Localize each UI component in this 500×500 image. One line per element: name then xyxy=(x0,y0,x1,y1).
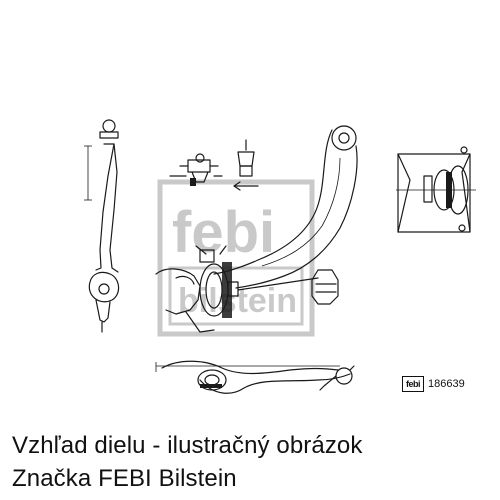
caption-line-1: Vzhľad dielu - ilustračný obrázok xyxy=(12,432,363,459)
control-arm-main-view xyxy=(155,125,358,333)
control-arm-bottom-view xyxy=(155,360,355,394)
part-number: 186639 xyxy=(428,378,465,390)
technical-drawing: febi bilstein xyxy=(84,119,476,394)
control-arm-end-view xyxy=(396,146,476,233)
febi-logo-text: febi xyxy=(405,379,421,389)
control-arm-side-view xyxy=(84,119,120,333)
ball-joint-detail xyxy=(169,153,223,186)
febi-logo-icon: febi xyxy=(402,376,424,392)
febi-watermark: febi bilstein xyxy=(157,179,315,337)
caption-line-2: Značka FEBI Bilstein xyxy=(12,465,237,492)
bushing-detail xyxy=(233,139,259,191)
watermark-brand-top: febi xyxy=(172,200,275,265)
part-number-badge: febi 186639 xyxy=(402,376,465,392)
